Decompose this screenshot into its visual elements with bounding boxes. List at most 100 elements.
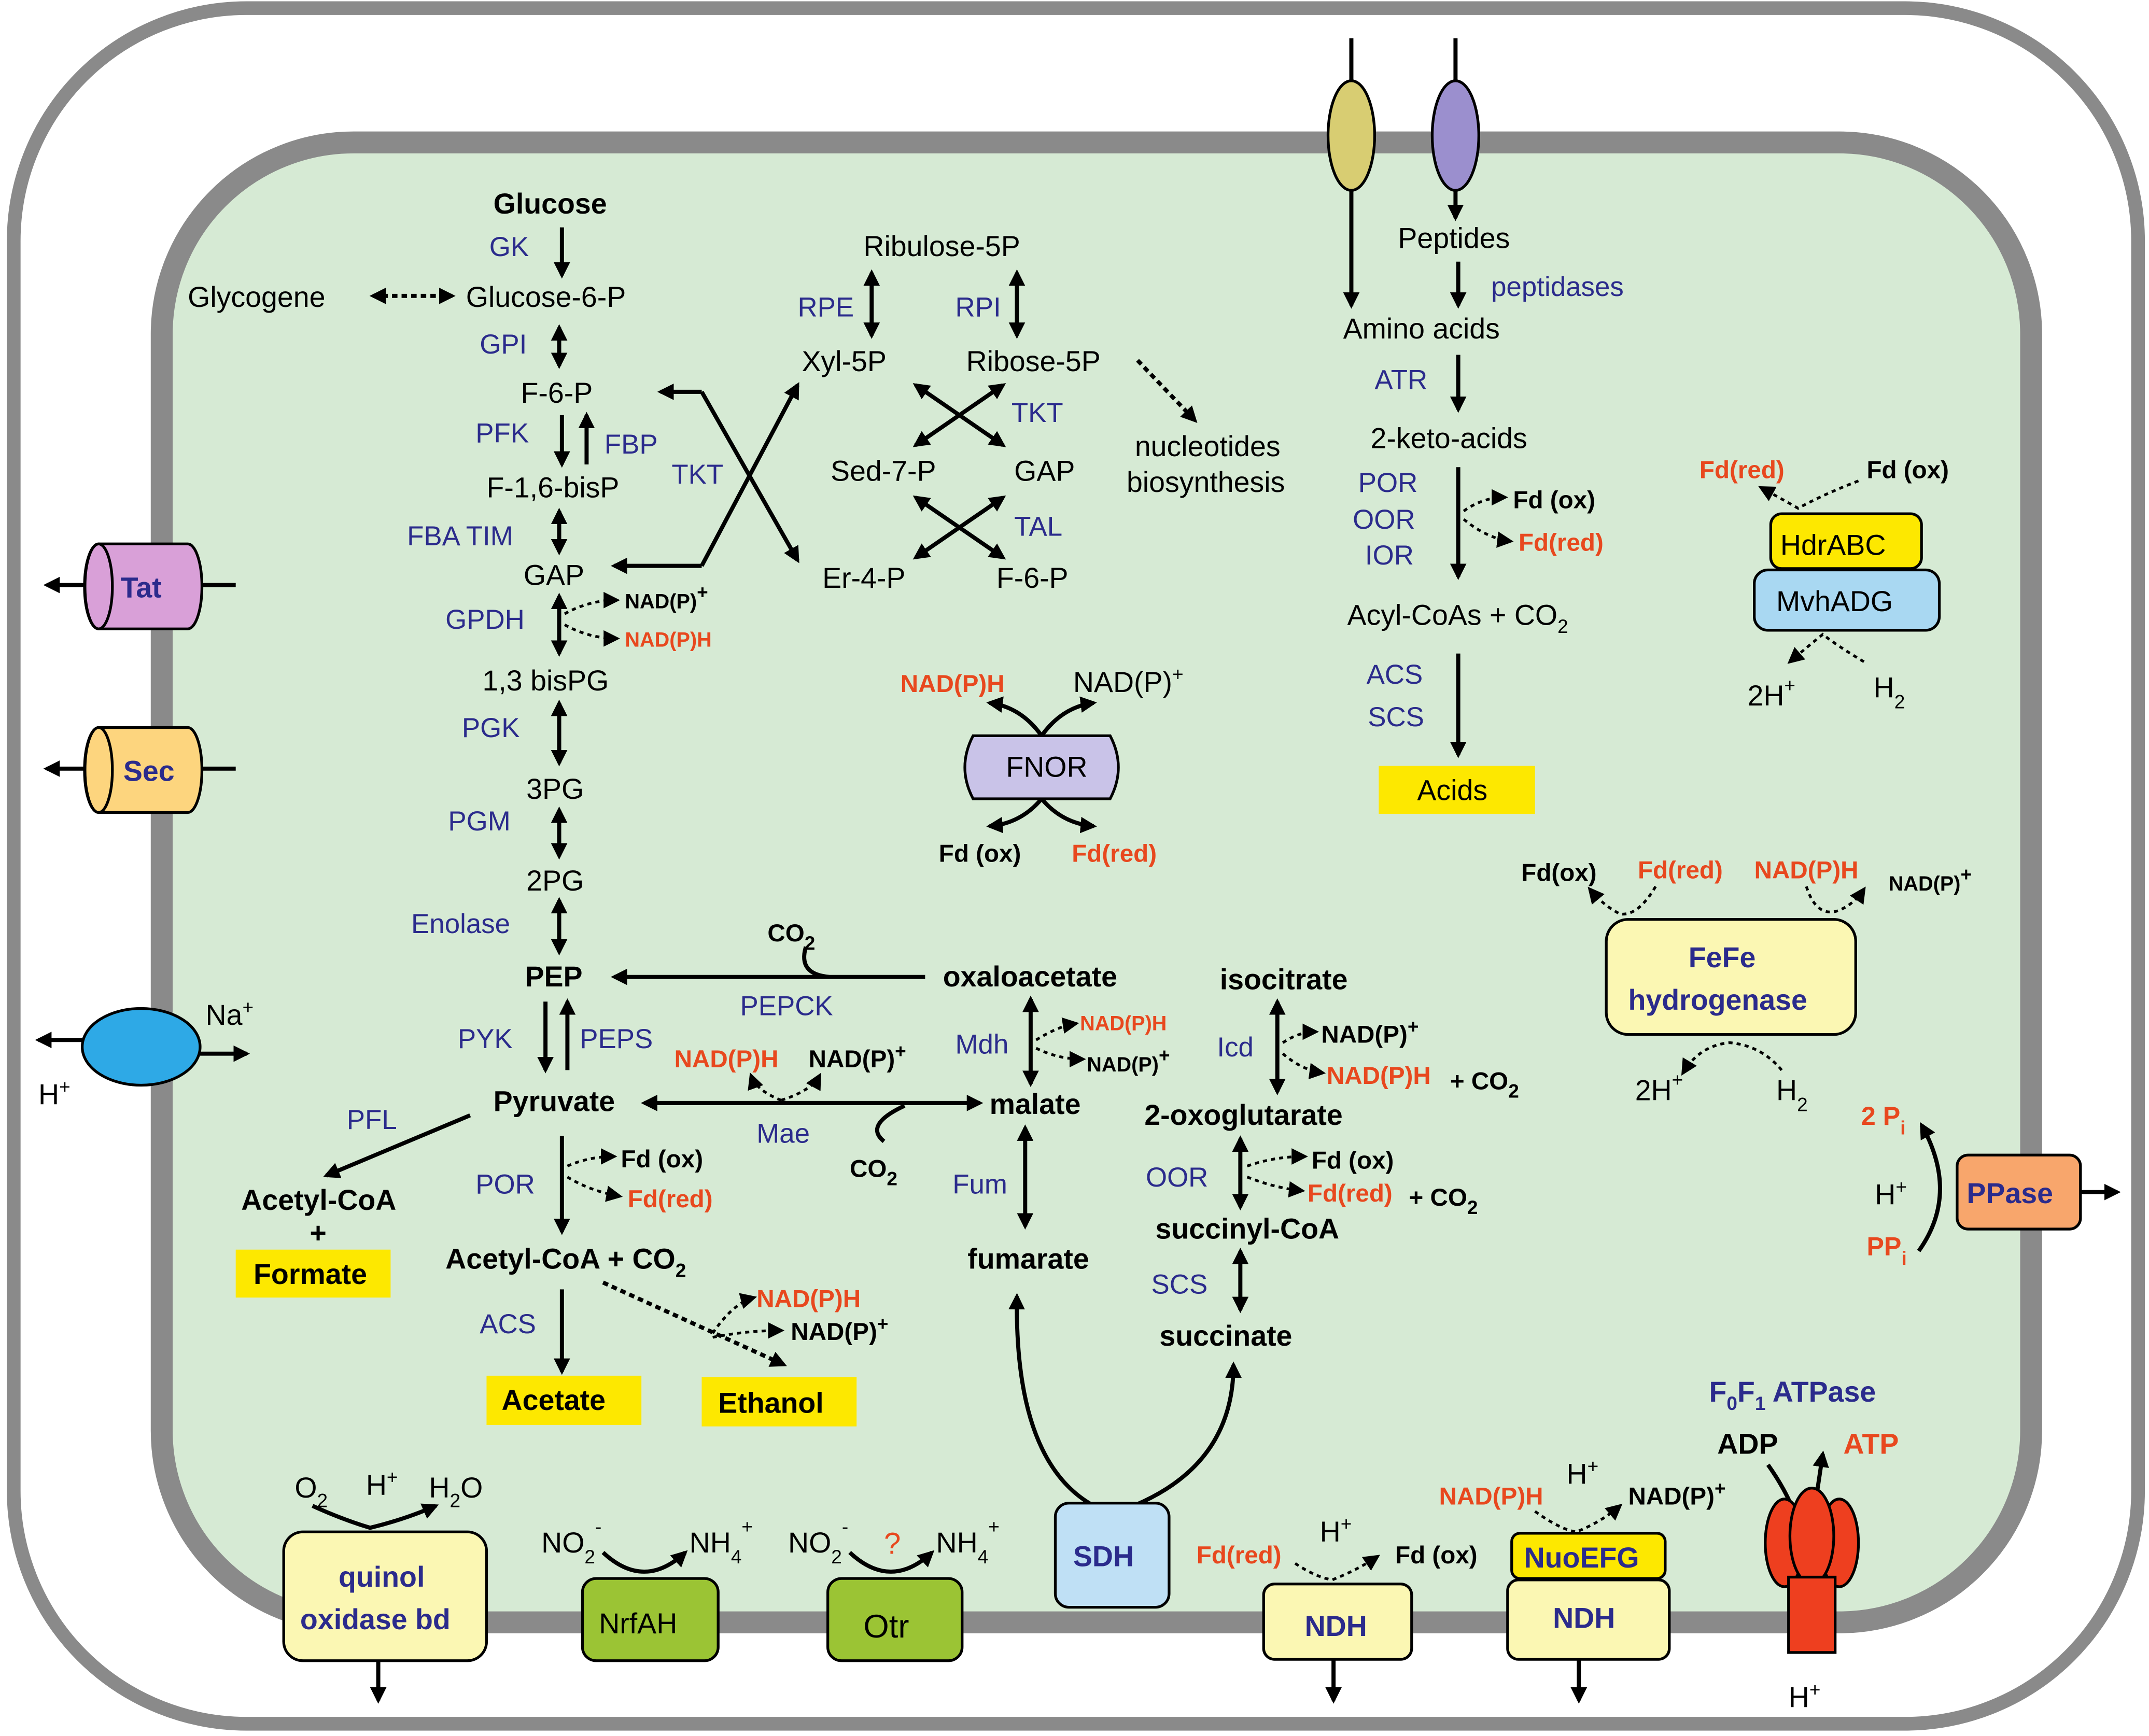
arrow-ppase — [1917, 1122, 1942, 1252]
arrow-ethanol-nadp — [712, 1322, 785, 1339]
arrow-por-fdox — [567, 1148, 617, 1167]
arrow-ndh2 — [1534, 1503, 1623, 1534]
glucose-label: Glucose — [494, 188, 607, 220]
oxaloacetate-label: oxaloacetate — [943, 961, 1117, 993]
atpase-head-center — [1788, 1487, 1835, 1586]
fefe-2h: 2H+ — [1635, 1069, 1683, 1106]
ribose5p-label: Ribose-5P — [966, 345, 1101, 377]
fefe-nadp: NAD(P)+ — [1889, 864, 1972, 896]
atpase-h: H+ — [1789, 1679, 1821, 1713]
acids-label: Acids — [1417, 774, 1487, 807]
fnor-box — [963, 734, 1120, 800]
pg3-label: 3PG — [526, 773, 584, 805]
gpdh-enzyme: GPDH — [445, 604, 525, 635]
tal-enzyme: TAL — [1014, 511, 1062, 542]
hydrogenase-label: hydrogenase — [1628, 984, 1807, 1016]
pep-label: PEP — [525, 961, 582, 993]
er4p-label: Er-4-P — [822, 562, 905, 594]
quinol-label: quinol — [339, 1561, 425, 1593]
mvh-2h: 2H+ — [1747, 675, 1795, 712]
fnor-nadp: NAD(P)+ — [1073, 664, 1184, 698]
quinol-o2: O2 — [294, 1472, 328, 1512]
fbp-enzyme: FBP — [605, 429, 658, 460]
arrow-tkt-xyl5p — [699, 382, 800, 567]
pepck-co2: CO2 — [767, 920, 815, 954]
arrow-ndh1 — [1294, 1555, 1380, 1582]
gpdh-nadp: NAD(P)+ — [625, 582, 708, 613]
mae-nadph: NAD(P)H — [675, 1046, 779, 1073]
peptides-label: Peptides — [1398, 222, 1510, 254]
mvhadg-box — [1753, 568, 1941, 632]
mae-enzyme: Mae — [756, 1119, 810, 1149]
ndh2-h: H+ — [1567, 1456, 1599, 1490]
f16bisp-label: F-1,6-bisP — [486, 471, 619, 503]
ppase-ppi: PPi — [1866, 1232, 1906, 1269]
mdh-nadph: NAD(P)H — [1080, 1012, 1167, 1035]
sed7p-label: Sed-7-P — [831, 455, 936, 487]
bispg-label: 1,3 bisPG — [483, 665, 609, 697]
rpe-enzyme: RPE — [798, 292, 854, 322]
mae-nadp: NAD(P)+ — [809, 1041, 906, 1074]
peptide-transporter-1 — [1326, 79, 1377, 192]
ndh-label-1: NDH — [1305, 1610, 1367, 1642]
fefe-label: FeFe — [1689, 941, 1756, 973]
arrow-otr — [848, 1550, 935, 1574]
ndh1-h: H+ — [1320, 1514, 1352, 1548]
arrow-fefe-fd — [1588, 885, 1657, 916]
f6p-label: F-6-P — [521, 377, 593, 409]
icd-co2: + CO2 — [1450, 1067, 1519, 1102]
mdh-nadp: NAD(P)+ — [1087, 1045, 1170, 1077]
scs-enzyme: SCS — [1151, 1269, 1208, 1300]
arrow-tkt1-b — [912, 383, 1006, 447]
quinol-oxidase-box — [282, 1530, 488, 1662]
peps-enzyme: PEPS — [580, 1024, 653, 1054]
atpase-label: F0F1 ATPase — [1709, 1376, 1876, 1414]
antiporter-na: Na+ — [206, 997, 254, 1031]
fefe-nadph: NAD(P)H — [1754, 856, 1859, 884]
arrow-pfl — [323, 1113, 471, 1178]
formate-label: Formate — [254, 1258, 367, 1290]
na-h-antiporter — [80, 1007, 202, 1087]
pfk-enzyme: PFK — [475, 418, 529, 449]
gpi-enzyme: GPI — [480, 329, 527, 360]
acids-box — [1379, 766, 1535, 814]
glucose6p-label: Glucose-6-P — [466, 281, 626, 313]
sec-label: Sec — [123, 755, 175, 787]
ketoacids-label: 2-keto-acids — [1370, 422, 1527, 454]
mvh-h2: H2 — [1874, 671, 1905, 712]
arrow-sdh-fumarate — [1008, 1293, 1100, 1511]
ppase-label: PPase — [1967, 1177, 2053, 1209]
oor-enzyme: OOR — [1146, 1162, 1208, 1193]
aa-fdred: Fd(red) — [1519, 529, 1604, 557]
arrow-mvh-h — [1787, 632, 1865, 664]
atpase-adp: ADP — [1717, 1428, 1778, 1460]
nucleotides-label: nucleotides — [1135, 430, 1281, 462]
otr-nh4: NH4+ — [936, 1516, 1000, 1568]
gk-enzyme: GK — [489, 232, 529, 262]
icd-nadp: NAD(P)+ — [1321, 1016, 1418, 1049]
arrow-tal-b — [912, 495, 1006, 560]
pgm-enzyme: PGM — [448, 806, 510, 837]
arrow-hdr-fd — [1758, 479, 1859, 510]
fnor-fdox: Fd (ox) — [939, 840, 1021, 868]
oor-aa-enzyme: OOR — [1353, 504, 1415, 535]
arrow-ethanol-nadph — [711, 1293, 757, 1334]
arrow-oor-fdox — [1246, 1148, 1308, 1167]
nrf-nh4: NH4+ — [690, 1516, 753, 1568]
oor-fdox: Fd (ox) — [1312, 1147, 1394, 1175]
arrow-sdh-succinate — [1126, 1361, 1242, 1511]
fefe-h2: H2 — [1776, 1075, 1808, 1116]
ppase-2pi: 2 Pi — [1861, 1102, 1906, 1139]
tat-transporter-cap — [83, 542, 114, 630]
mdh-enzyme: Mdh — [956, 1029, 1009, 1060]
icd-enzyme: Icd — [1217, 1032, 1254, 1063]
fefe-fdox: Fd(ox) — [1521, 859, 1596, 887]
arrow-fnor-nadph — [986, 696, 1044, 737]
arrow-fefe-nad — [1805, 886, 1866, 913]
arrow-nrf — [601, 1550, 688, 1574]
gap-label: GAP — [524, 559, 584, 591]
acs-enzyme: ACS — [480, 1309, 536, 1339]
icd-nadph: NAD(P)H — [1327, 1062, 1431, 1090]
oor-fdred: Fd(red) — [1308, 1180, 1393, 1207]
